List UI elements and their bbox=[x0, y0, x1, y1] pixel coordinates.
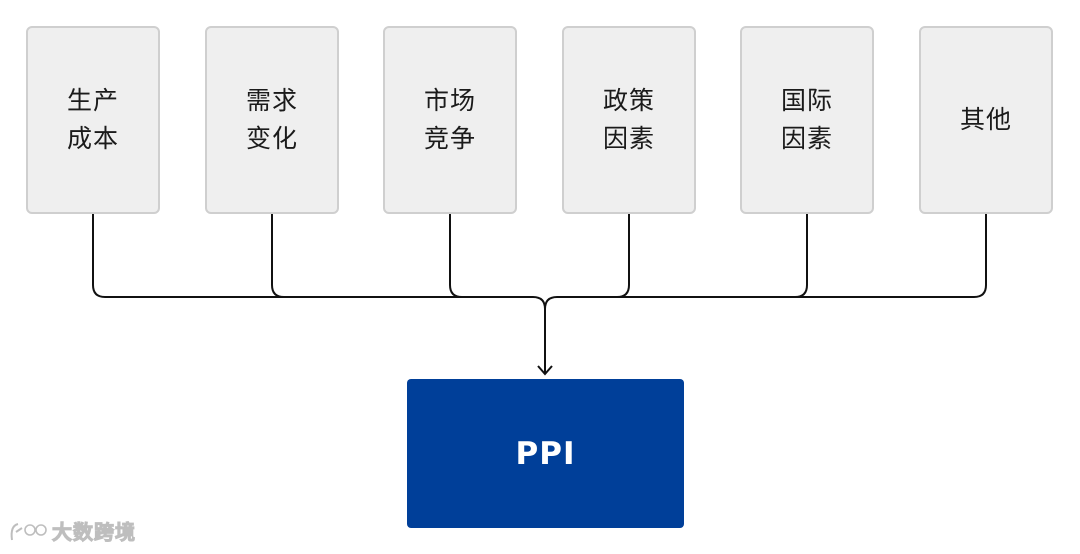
connector-merge bbox=[532, 296, 558, 310]
connector-branch-2 bbox=[271, 214, 285, 298]
factor-box-2: 需求变化 bbox=[205, 26, 339, 214]
ppi-label: PPI bbox=[515, 435, 576, 472]
connector-branch-1 bbox=[92, 214, 533, 298]
factor-box-5: 国际因素 bbox=[740, 26, 874, 214]
factor-box-4: 政策因素 bbox=[562, 26, 696, 214]
connector-branch-6 bbox=[557, 214, 987, 298]
watermark-text: 大数跨境 bbox=[52, 520, 136, 545]
brand-logo-icon bbox=[10, 522, 47, 540]
connector-branch-3 bbox=[449, 214, 463, 298]
connector-branch-4 bbox=[616, 214, 630, 298]
factor-label: 生产成本 bbox=[66, 86, 119, 153]
factor-label: 其他 bbox=[959, 105, 1012, 134]
factor-label: 政策因素 bbox=[602, 86, 655, 153]
factor-box-1: 生产成本 bbox=[26, 26, 160, 214]
factor-box-3: 市场竞争 bbox=[383, 26, 517, 214]
factor-label: 需求变化 bbox=[245, 86, 298, 153]
factor-label: 国际因素 bbox=[780, 86, 833, 153]
watermark: 大数跨境 bbox=[8, 516, 136, 545]
factor-box-6: 其他 bbox=[919, 26, 1053, 214]
arrowhead-icon bbox=[537, 365, 553, 376]
connector-branch-5 bbox=[794, 214, 808, 298]
factor-label: 市场竞争 bbox=[423, 86, 476, 153]
ppi-box: PPI bbox=[407, 379, 684, 528]
